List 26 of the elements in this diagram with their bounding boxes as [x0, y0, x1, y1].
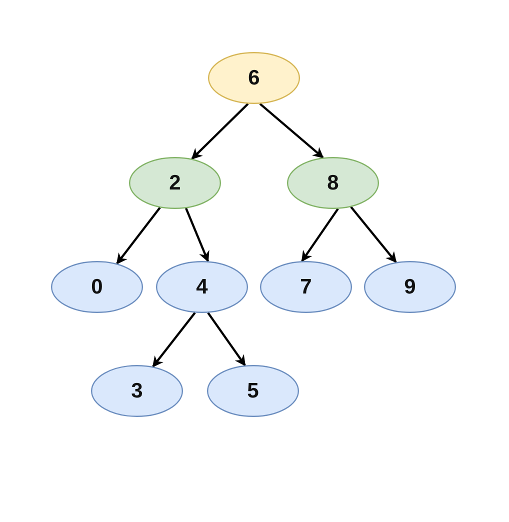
node-value: 0: [91, 276, 103, 298]
tree-node: [91, 365, 183, 417]
tree-node: [51, 261, 143, 313]
arrow: [184, 208, 210, 262]
tree-node: [287, 157, 379, 209]
arrow: [152, 312, 196, 368]
node-value: 4: [196, 276, 208, 298]
tree-node: [129, 157, 221, 209]
arrow: [191, 103, 249, 160]
node-value: 6: [248, 68, 260, 88]
node-value: 3: [131, 380, 143, 402]
arrow: [301, 208, 339, 262]
tree-node: [208, 52, 300, 104]
tree-node: [156, 261, 248, 313]
tree-node: [207, 365, 299, 417]
arrow: [350, 206, 397, 264]
node-value: 7: [300, 276, 312, 298]
node-value: 8: [327, 172, 339, 194]
arrow: [207, 312, 246, 366]
node-value: 9: [404, 276, 416, 298]
tree-node: [260, 261, 352, 313]
tree-node: [364, 261, 456, 313]
node-value: 5: [247, 380, 259, 402]
node-value: 2: [169, 172, 181, 194]
arrow: [116, 206, 161, 264]
arrow: [259, 102, 324, 158]
